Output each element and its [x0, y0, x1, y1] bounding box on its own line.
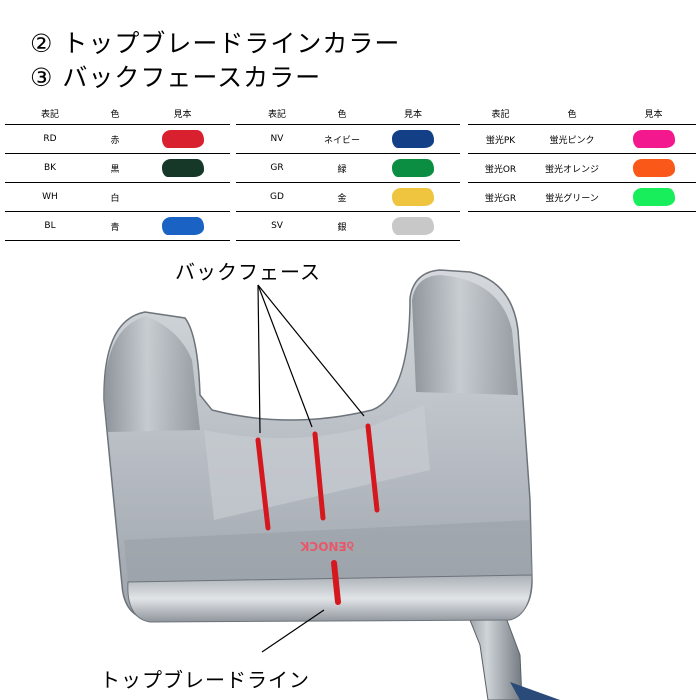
back-face-line-1 — [255, 437, 271, 531]
color-table-1: 表記 色 見本 RD 赤 BK 黒 WH 白 BL 青 — [5, 102, 230, 241]
color-code: WH — [5, 182, 95, 212]
color-swatch — [632, 188, 675, 206]
top-blade-line-label: トップブレードライン — [100, 668, 310, 692]
table-row: NV ネイビー — [236, 124, 460, 154]
color-name: ネイビー — [318, 124, 366, 154]
sole-edge — [127, 574, 533, 623]
back-face-line-3 — [365, 423, 380, 513]
color-name: 蛍光グリーン — [533, 182, 611, 212]
color-swatch — [392, 159, 434, 177]
header-sample: 見本 — [611, 102, 696, 125]
color-name: 黒 — [95, 153, 135, 183]
shaft-tip — [510, 682, 560, 700]
color-table-2: 表記 色 見本 NV ネイビー GR 緑 GD 金 SV 銀 — [236, 102, 460, 241]
table-row: BL 青 — [5, 211, 230, 241]
color-name: 白 — [95, 182, 135, 212]
table-row: RD 赤 — [5, 124, 230, 154]
pointer-line — [257, 284, 261, 434]
color-name: 金 — [318, 182, 366, 212]
color-swatch — [161, 159, 204, 177]
header-code: 表記 — [5, 102, 95, 125]
table-row: 蛍光GR 蛍光グリーン — [468, 182, 696, 212]
color-name: 青 — [95, 211, 135, 241]
color-swatch — [392, 217, 434, 235]
back-face-label: バックフェース — [175, 260, 321, 284]
heading-back-face-color: ③ バックフェースカラー — [30, 63, 322, 92]
color-name: 蛍光オレンジ — [533, 153, 611, 183]
color-code: GR — [236, 153, 318, 183]
color-code: GD — [236, 182, 318, 212]
header-color: 色 — [318, 102, 366, 125]
brand-engraving: ꝺENOCK — [299, 539, 353, 553]
table-row: WH 白 — [5, 182, 230, 212]
pointer-line — [257, 284, 313, 428]
color-code: 蛍光OR — [468, 153, 533, 183]
table-row: GR 緑 — [236, 153, 460, 183]
color-name: 緑 — [318, 153, 366, 183]
pointer-line — [261, 609, 325, 653]
color-code: BL — [5, 211, 95, 241]
color-code: 蛍光GR — [468, 182, 533, 212]
color-code: SV — [236, 211, 318, 241]
color-swatch — [392, 130, 434, 148]
color-name: 蛍光ピンク — [533, 124, 611, 154]
table-row: 蛍光PK 蛍光ピンク — [468, 124, 696, 154]
color-swatch — [632, 159, 675, 177]
color-code: RD — [5, 124, 95, 154]
color-swatch — [392, 188, 434, 206]
table-row: BK 黒 — [5, 153, 230, 183]
putter-head-photo: ꝺENOCK — [103, 269, 560, 700]
heading-top-blade-line-color: ② トップブレードラインカラー — [30, 29, 401, 58]
table-row: SV 銀 — [236, 211, 460, 241]
color-swatch — [161, 217, 204, 235]
top-blade-line — [331, 560, 341, 605]
header-sample: 見本 — [366, 102, 460, 125]
color-name: 赤 — [95, 124, 135, 154]
header-code: 表記 — [236, 102, 318, 125]
header-color: 色 — [533, 102, 611, 125]
pointer-line — [257, 284, 365, 417]
back-face-line-2 — [312, 431, 326, 521]
color-swatch — [161, 130, 204, 148]
face-lower — [124, 520, 532, 582]
color-code: 蛍光PK — [468, 124, 533, 154]
header-color: 色 — [95, 102, 135, 125]
color-name: 銀 — [318, 211, 366, 241]
table-row: GD 金 — [236, 182, 460, 212]
left-wing — [104, 316, 200, 432]
color-code: NV — [236, 124, 318, 154]
color-code: BK — [5, 153, 95, 183]
color-swatch — [632, 130, 675, 148]
right-wing — [412, 275, 518, 395]
table-row: 蛍光OR 蛍光オレンジ — [468, 153, 696, 183]
header-code: 表記 — [468, 102, 533, 125]
header-sample: 見本 — [135, 102, 230, 125]
color-table-3: 表記 色 見本 蛍光PK 蛍光ピンク 蛍光OR 蛍光オレンジ 蛍光GR 蛍光グリ… — [468, 102, 696, 212]
